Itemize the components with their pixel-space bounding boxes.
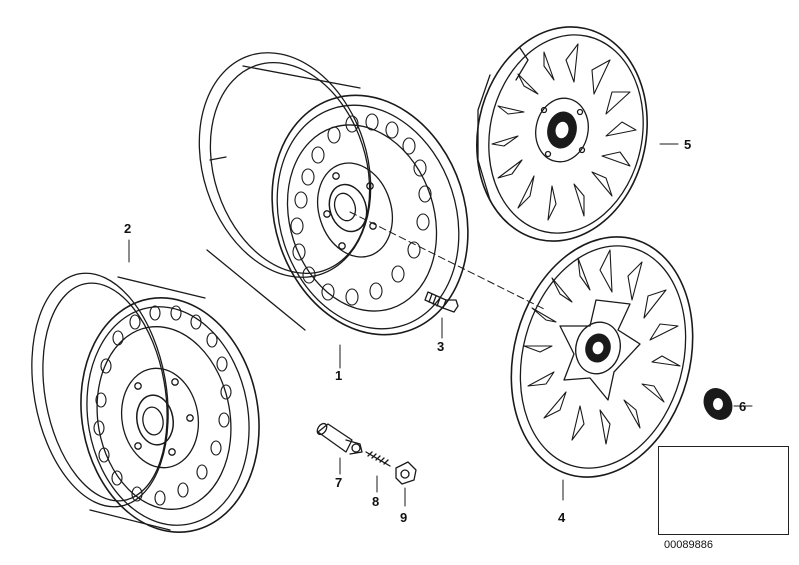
steel-wheel-spare: [31, 272, 260, 534]
emblem: [703, 388, 733, 420]
hub-cap-lower: [510, 236, 694, 478]
callout-3: 3: [437, 339, 445, 354]
valve-cap: [395, 461, 417, 485]
leader-lines: [128, 143, 753, 507]
vent-holes: [290, 113, 432, 306]
tyre-valve: [316, 422, 363, 455]
callout-4: 4: [558, 510, 566, 525]
spoke-slots-lower: [523, 249, 681, 445]
callout-9: 9: [400, 510, 408, 525]
callout-5: 5: [684, 137, 692, 152]
vent-holes-spare: [93, 305, 232, 506]
valve-core: [365, 451, 391, 467]
steel-wheel-main: [198, 52, 469, 336]
callout-1: 1: [335, 368, 343, 383]
callout-7: 7: [335, 475, 343, 490]
hub-cap-upper: [476, 26, 648, 242]
callout-6: 6: [739, 399, 747, 414]
diagram-reference-number: 00089886: [664, 539, 713, 551]
vehicle-inset-frame: [658, 446, 789, 535]
callout-2: 2: [124, 221, 132, 236]
callout-8: 8: [372, 494, 380, 509]
spoke-slots-upper: [491, 43, 637, 221]
wheel-bolt: [424, 291, 459, 313]
